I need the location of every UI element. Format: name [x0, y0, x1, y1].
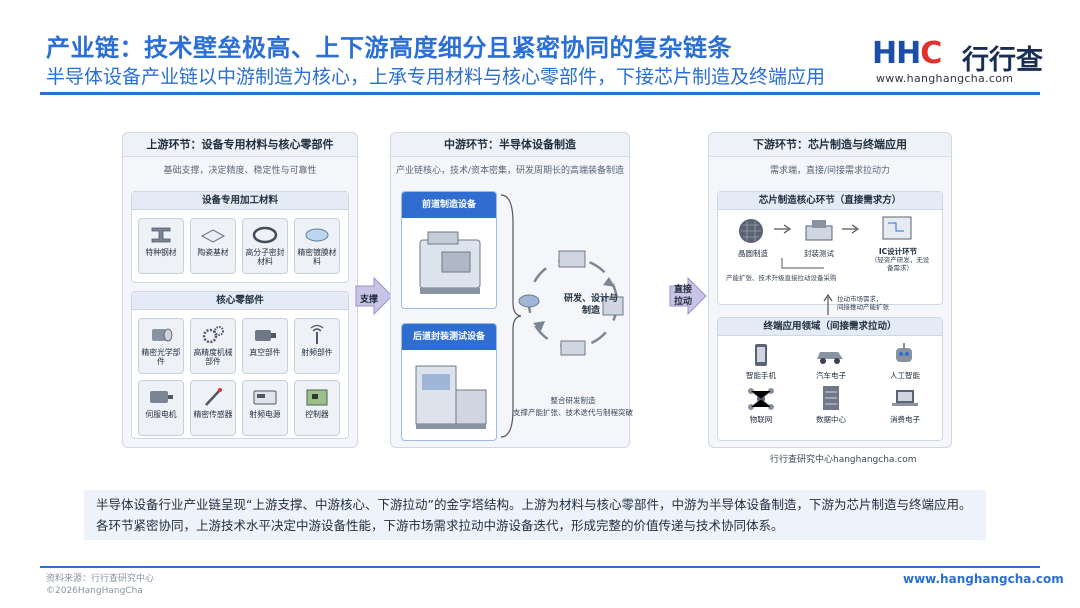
upstream-desc: 基础支撑，决定精度、稳定性与可靠性 [163, 166, 317, 176]
ic-design-note: （轻资产研发，无设备需求） [870, 256, 930, 272]
downstream-title: 下游环节：芯片制造与终端应用 [709, 133, 951, 157]
parts-title: 核心零部件 [132, 292, 348, 310]
logo-wordmark: 行行查 [962, 45, 1043, 76]
part-tile: 伺服电机 [138, 380, 184, 436]
chip-step-label: IC设计环节 [878, 247, 918, 256]
smartphone-icon [755, 344, 767, 366]
rd-cycle-diagram [518, 250, 624, 356]
ic-design-icon [882, 216, 912, 240]
flow-arrow-icon [774, 224, 792, 234]
wafer-icon [739, 219, 763, 243]
upstream-panel: 上游环节：设备专用材料与核心零部件 基础支撑，决定精度、稳定性与可靠性 设备专用… [122, 132, 358, 448]
footer-divider [40, 566, 1040, 568]
feedback-arrow [781, 258, 824, 269]
footer-source: 资料来源：行行查研究中心 [46, 574, 155, 584]
gears-icon [202, 326, 224, 344]
logo-url: www.hanghangcha.com [876, 72, 1014, 85]
mid-note-2: 支撑产能扩张、技术迭代与制程突破 [513, 408, 633, 417]
chip-note: 产能扩张、技术升级直接拉动设备采购 [726, 274, 837, 282]
chip-step-label: 晶圆制造 [738, 249, 768, 258]
part-tile: 真空部件 [242, 318, 288, 374]
midstream-panel: 中游环节：半导体设备制造 产业链核心，技术/资本密集，研发周期长的高端装备制造 … [390, 132, 633, 448]
servo-motor-icon [150, 391, 173, 403]
ai-robot-icon [896, 343, 912, 362]
app-label: 智能手机 [746, 371, 776, 380]
support-label: 支撑 [360, 295, 379, 305]
part-tile: 射频部件 [294, 318, 340, 374]
front-equipment-icon [419, 231, 481, 294]
chip-manufacturing-box: 芯片制造核心环节（直接需求方） 晶圆制造 封装测试 IC设计环节 （轻资产研发，… [717, 191, 943, 305]
front-equipment-title: 前道制造设备 [402, 192, 496, 218]
downstream-panel: 下游环节：芯片制造与终端应用 需求端，直接/间接需求拉动力 芯片制造核心环节（直… [708, 132, 952, 448]
server-rack-icon [823, 386, 839, 410]
end-apps-box: 终端应用领域（间接需求拉动） 智能手机 汽车电子 人工智能 物联网 数据中心 消… [717, 317, 943, 441]
logo-mark: HHC [872, 36, 942, 71]
industry-chain-diagram: 上游环节：设备专用材料与核心零部件 基础支撑，决定精度、稳定性与可靠性 设备专用… [118, 128, 964, 468]
flow-arrow-icon [842, 224, 860, 234]
material-tile: 高分子密封材料 [242, 218, 288, 274]
pull-arrow [669, 276, 707, 316]
sensor-probe-icon [205, 388, 222, 406]
material-tile: 特种钢材 [138, 218, 184, 274]
part-tile: 精密传感器 [190, 380, 236, 436]
chip-manufacturing-title: 芯片制造核心环节（直接需求方） [718, 192, 942, 210]
seal-ring-icon [252, 226, 278, 244]
equipment-bracket [500, 194, 521, 438]
pull-label: 直接拉动 [674, 285, 693, 307]
page-subtitle: 半导体设备产业链以中游制造为核心，上承专用材料与核心零部件，下接芯片制造及终端应… [46, 66, 826, 88]
app-label: 物联网 [749, 415, 773, 424]
front-equipment-card: 前道制造设备 [401, 191, 497, 309]
upstream-title: 上游环节：设备专用材料与核心零部件 [123, 133, 357, 157]
steel-beam-icon [151, 227, 171, 243]
package-test-icon [805, 220, 833, 241]
chip-step-label: 封装测试 [804, 249, 834, 258]
ceramic-plate-icon [200, 229, 226, 243]
coating-disc-icon [305, 228, 329, 242]
materials-box: 设备专用加工材料 特种钢材 陶瓷基材 高分子密封材料 精密镀膜材料 [131, 191, 349, 283]
back-equipment-title: 后道封装测试设备 [402, 324, 496, 350]
up-arrow [823, 293, 833, 315]
footer-copyright: ©2026HangHangCha [46, 586, 143, 596]
app-label: 汽车电子 [816, 371, 846, 380]
iot-network-icon [748, 388, 774, 410]
indirect-note: 拉动市场需求， 间接推动产能扩张 [837, 295, 889, 311]
back-equipment-card: 后道封装测试设备 [401, 323, 497, 441]
part-tile: 精密光学部件 [138, 318, 184, 374]
machine-icon [602, 296, 624, 316]
diagram-source: 行行查研究中心hanghangcha.com [770, 455, 917, 465]
materials-title: 设备专用加工材料 [132, 192, 348, 210]
end-apps-title: 终端应用领域（间接需求拉动） [718, 318, 942, 336]
part-tile: 射频电源 [242, 380, 288, 436]
brand-logo[interactable]: HHC 行行查 www.hanghangcha.com [872, 36, 1052, 86]
page-title: 产业链：技术壁垒极高、上下游高度细分且紧密协同的复杂链条 [46, 34, 732, 62]
header-divider [40, 92, 1040, 95]
summary-text: 半导体设备行业产业链呈现“上游支撑、中游核心、下游拉动”的金字塔结构。上游为材料… [84, 490, 986, 540]
rf-power-supply-icon [253, 390, 277, 405]
controller-board-icon [306, 389, 328, 406]
chip-stack-icon [558, 250, 586, 268]
vacuum-pump-icon [255, 330, 276, 341]
part-tile: 控制器 [294, 380, 340, 436]
material-tile: 陶瓷基材 [190, 218, 236, 274]
laptop-icon [892, 390, 918, 406]
parts-box: 核心零部件 精密光学部件 高精度机械部件 真空部件 射频部件 伺服电机 [131, 291, 349, 439]
rf-antenna-icon [310, 324, 324, 344]
app-label: 人工智能 [890, 371, 920, 380]
downstream-desc: 需求端，直接/间接需求拉动力 [769, 166, 891, 176]
app-label: 消费电子 [890, 415, 920, 424]
footer-url-link[interactable]: www.hanghangcha.com [903, 572, 1064, 586]
optical-lens-icon [152, 328, 173, 342]
material-tile: 精密镀膜材料 [294, 218, 340, 274]
support-arrow [355, 276, 393, 316]
midstream-desc: 产业链核心，技术/资本密集，研发周期长的高端装备制造 [395, 166, 625, 176]
back-equipment-icon [415, 365, 487, 429]
car-icon [817, 352, 843, 364]
part-tile: 高精度机械部件 [190, 318, 236, 374]
midstream-title: 中游环节：半导体设备制造 [391, 133, 629, 157]
cycle-label: 研发、设计与制造 [563, 294, 618, 316]
app-label: 数据中心 [816, 415, 846, 424]
wafer-stack-icon [518, 294, 540, 308]
assembly-icon [560, 340, 586, 356]
mid-note-1: 整合研发制造 [550, 396, 596, 405]
